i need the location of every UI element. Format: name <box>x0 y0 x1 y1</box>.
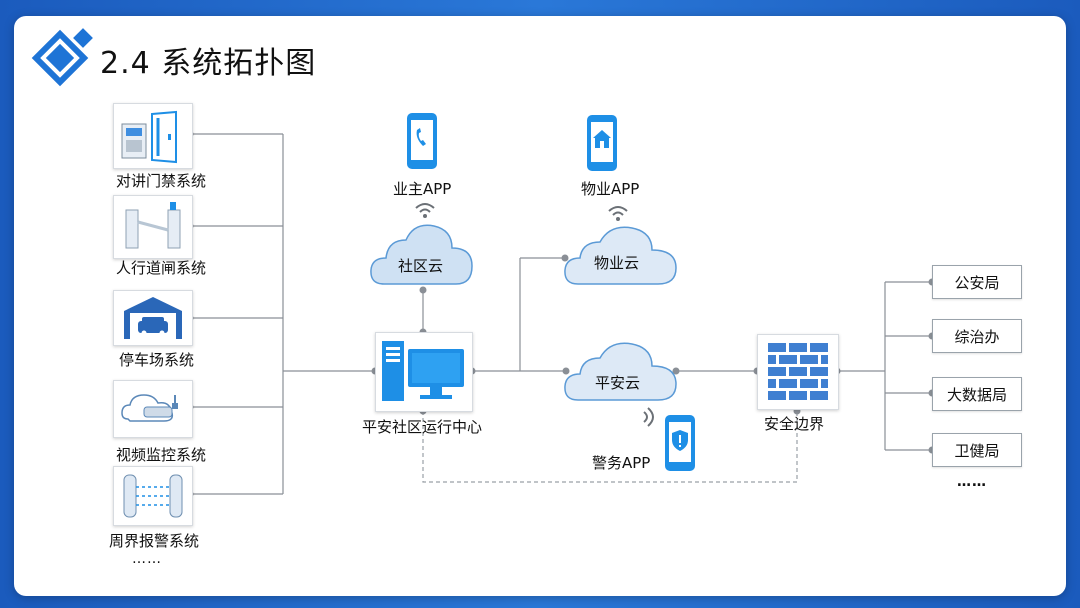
wifi-icon <box>415 203 435 218</box>
property-cloud-icon <box>564 226 677 285</box>
phone-call-icon <box>407 113 437 169</box>
community-cloud-label: 社区云 <box>398 257 444 275</box>
parking-card <box>113 290 193 346</box>
intercom-door-icon <box>121 110 177 164</box>
property-app-label: 物业APP <box>581 180 640 198</box>
pedestrian-gate-label: 人行道闸系统 <box>116 259 207 277</box>
agency-box: 卫健局 <box>932 433 1022 467</box>
safety-cloud-label: 平安云 <box>595 374 641 392</box>
pedestrian-gate-card <box>113 195 193 259</box>
ops-center-card <box>375 332 473 412</box>
cctv-card <box>113 380 193 438</box>
phone-home-icon <box>587 115 617 171</box>
diamond-logo-icon <box>31 28 93 87</box>
firewall-card <box>757 334 839 410</box>
pedestrian-gate-icon <box>125 202 181 249</box>
perimeter-card <box>113 466 193 526</box>
perimeter-alarm-icon <box>123 474 183 518</box>
slide-title: 2.4 系统拓扑图 <box>100 46 317 81</box>
wifi-icon <box>608 206 628 221</box>
ops-center-label: 平安社区运行中心 <box>362 418 483 436</box>
parking-label: 停车场系统 <box>119 351 195 369</box>
right-more: …… <box>957 474 987 490</box>
phone-shield-icon <box>665 415 695 471</box>
parking-garage-icon <box>124 297 182 339</box>
community-cloud-icon <box>370 224 473 285</box>
boundary-label: 安全边界 <box>764 415 825 433</box>
intercom-door-label: 对讲门禁系统 <box>116 172 207 190</box>
safety-cloud-icon <box>564 342 677 401</box>
owner-app-label: 业主APP <box>393 180 452 198</box>
cctv-label: 视频监控系统 <box>116 446 207 464</box>
property-cloud-label: 物业云 <box>594 254 640 272</box>
left-more: …… <box>132 551 162 567</box>
agency-box: 公安局 <box>932 265 1022 299</box>
agency-box: 综治办 <box>932 319 1022 353</box>
intercom-door-card <box>113 103 193 169</box>
agency-box: 大数据局 <box>932 377 1022 411</box>
signal-waves-icon <box>643 407 654 427</box>
police-app-label: 警务APP <box>592 454 651 472</box>
computer-icon <box>382 341 464 401</box>
firewall-icon <box>768 343 828 400</box>
cctv-camera-icon <box>121 394 178 422</box>
perimeter-label: 周界报警系统 <box>109 532 200 550</box>
